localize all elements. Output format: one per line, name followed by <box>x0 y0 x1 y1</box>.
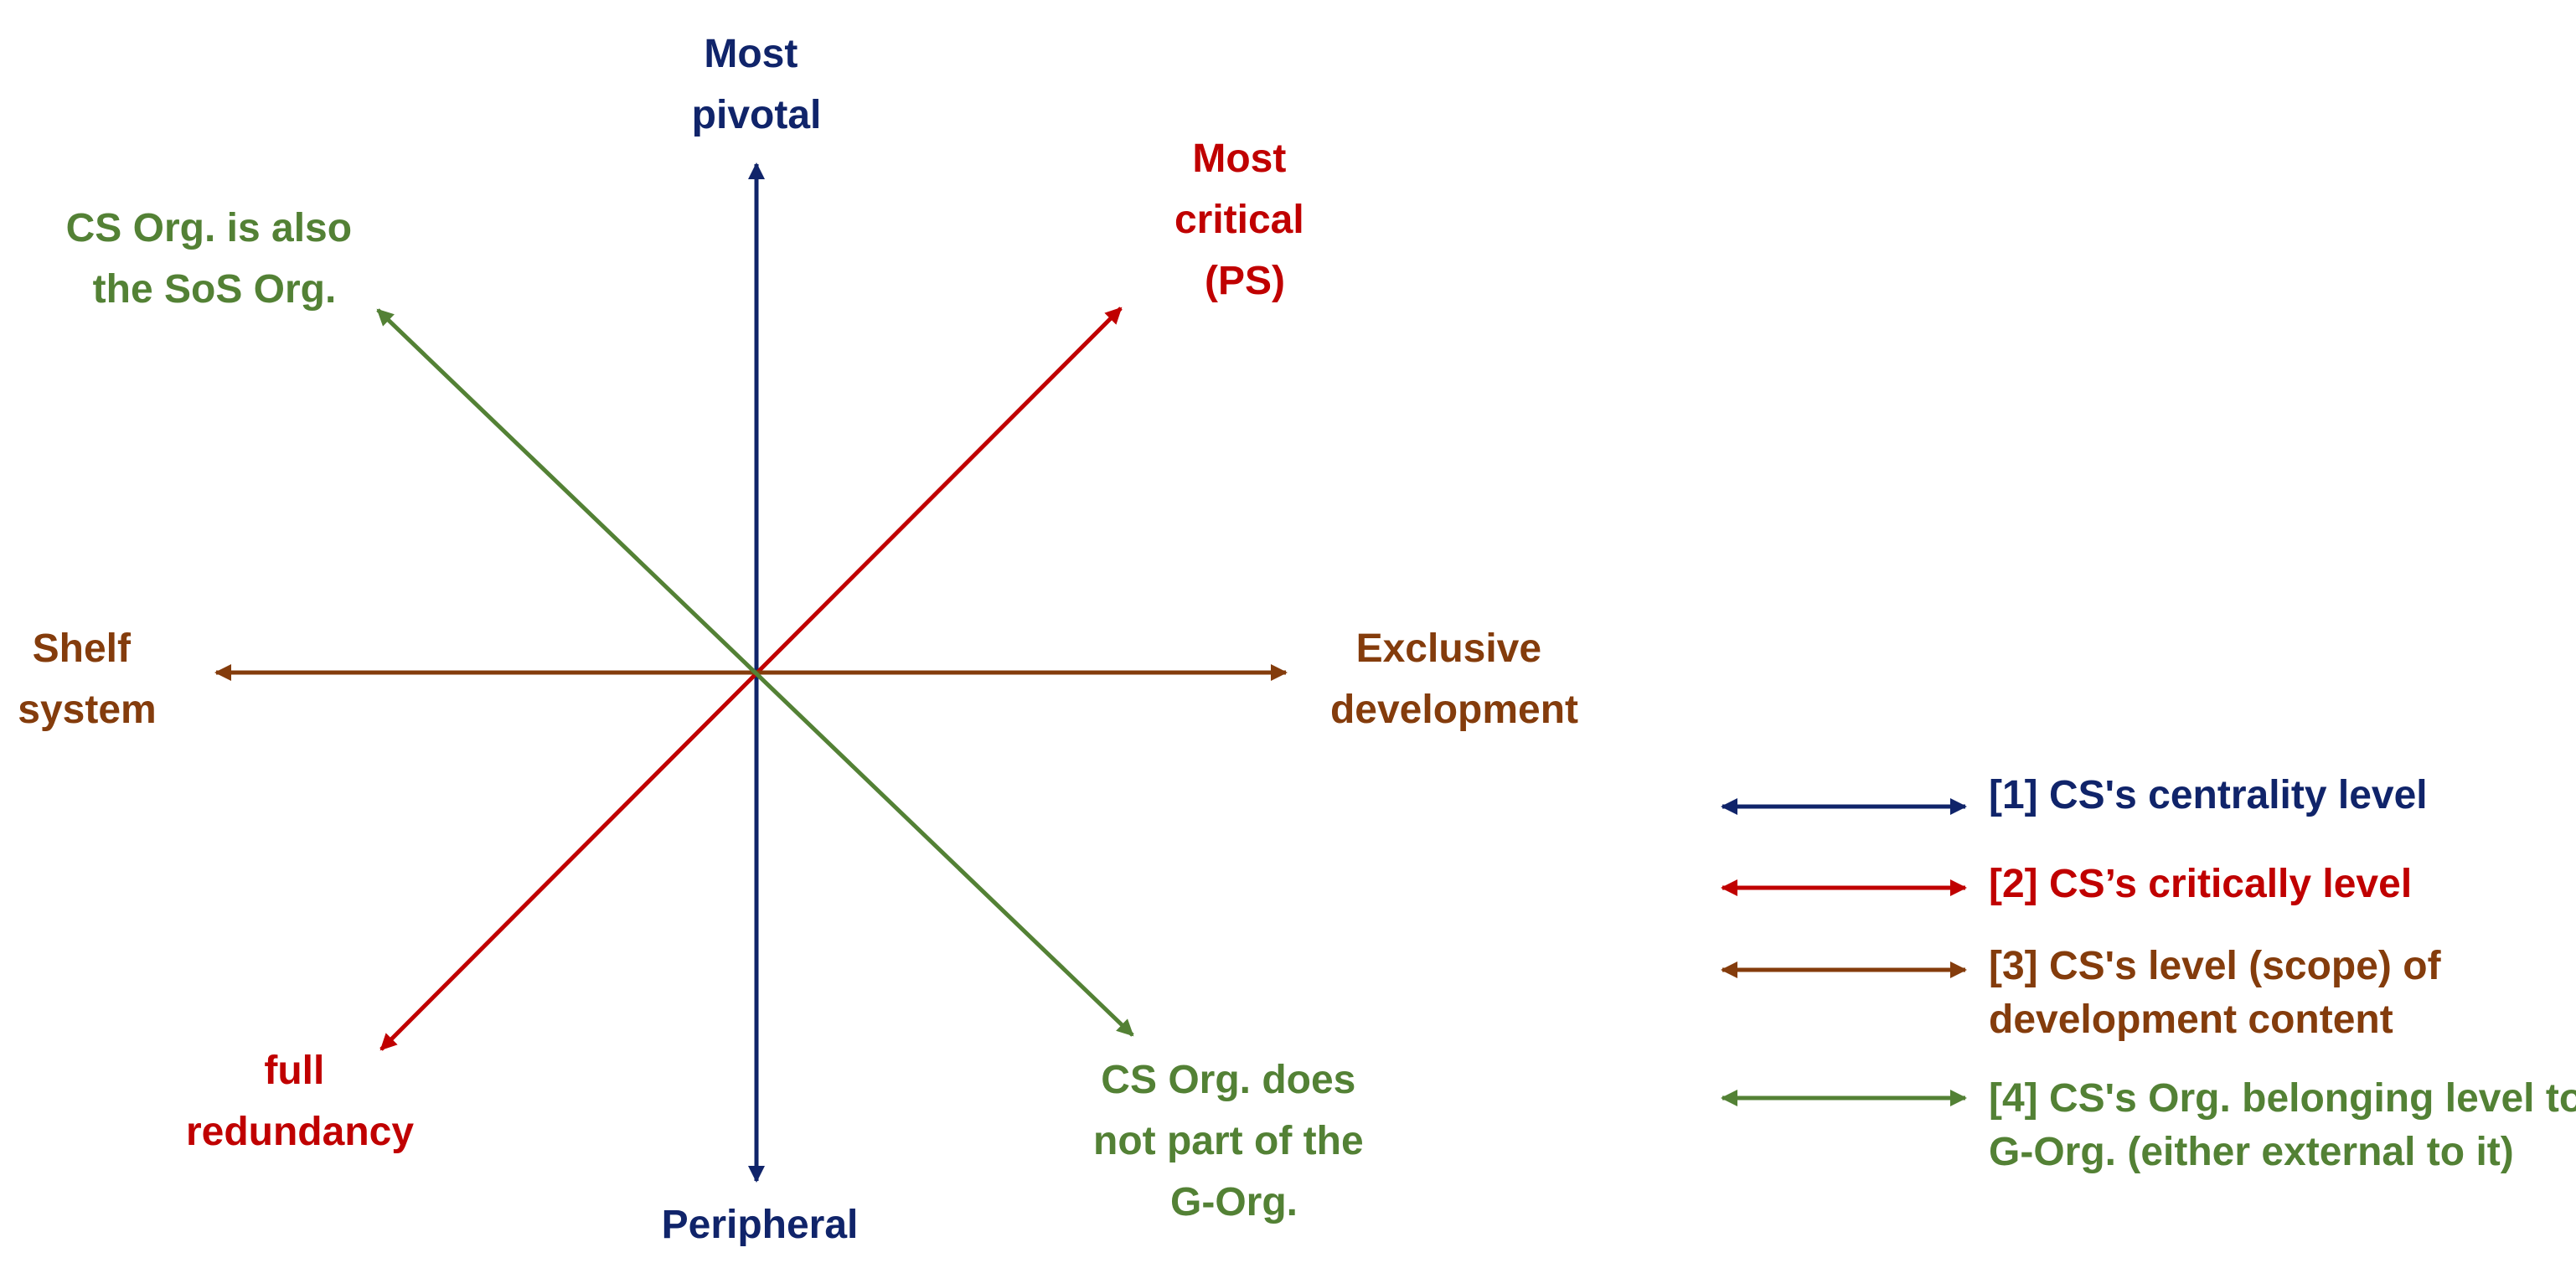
belonging-high-label: CS Org. is also the SoS Org. <box>66 206 364 312</box>
centrality-low-label: Peripheral <box>662 1203 859 1247</box>
belonging-low-line: CS Org. does <box>1101 1058 1355 1102</box>
legend-line: development content <box>1989 998 2393 1042</box>
criticality-low-label: full redundancy <box>186 1049 414 1154</box>
criticality-high-line: critical <box>1174 198 1304 242</box>
belonging-low-label: CS Org. does not part of the G-Org. <box>1093 1058 1375 1224</box>
legend-line: [4] CS's Org. belonging level to <box>1989 1076 2576 1121</box>
belonging-axis-arrow <box>376 308 1134 1037</box>
legend-label-belonging: [4] CS's Org. belonging level to G-Org. … <box>1989 1076 2576 1174</box>
legend-label-centrality: [1] CS's centrality level <box>1989 773 2428 817</box>
legend: [1] CS's centrality level [2] CS’s criti… <box>1721 773 2576 1174</box>
criticality-low-line: redundancy <box>186 1110 414 1154</box>
belonging-low-line: G-Org. <box>1170 1180 1298 1224</box>
scope-low-line: Shelf <box>33 626 132 671</box>
criticality-high-line: (PS) <box>1205 259 1285 303</box>
criticality-high-line: Most <box>1192 137 1286 181</box>
legend-line: G-Org. (either external to it) <box>1989 1130 2514 1174</box>
criticality-low-line: full <box>264 1049 324 1093</box>
centrality-high-line: pivotal <box>692 93 822 137</box>
legend-line: [2] CS’s critically level <box>1989 862 2412 906</box>
legend-label-criticality: [2] CS’s critically level <box>1989 862 2412 906</box>
scope-high-label: Exclusive development <box>1330 626 1578 732</box>
belonging-low-line: not part of the <box>1093 1119 1364 1163</box>
centrality-high-label: Most pivotal <box>692 32 822 137</box>
legend-line: [3] CS's level (scope) of <box>1989 944 2442 988</box>
centrality-high-line: Most <box>704 32 798 76</box>
scope-high-line: Exclusive <box>1356 626 1541 671</box>
centrality-low-line: Peripheral <box>662 1203 859 1247</box>
scope-low-line: system <box>18 688 156 732</box>
scope-low-label: Shelf system <box>18 626 156 732</box>
legend-line: [1] CS's centrality level <box>1989 773 2428 817</box>
criticality-high-label: Most critical (PS) <box>1174 137 1315 303</box>
belonging-high-line: the SoS Org. <box>93 267 337 312</box>
legend-label-scope: [3] CS's level (scope) of development co… <box>1989 944 2452 1042</box>
belonging-high-line: CS Org. is also <box>66 206 352 250</box>
scope-high-line: development <box>1330 688 1578 732</box>
